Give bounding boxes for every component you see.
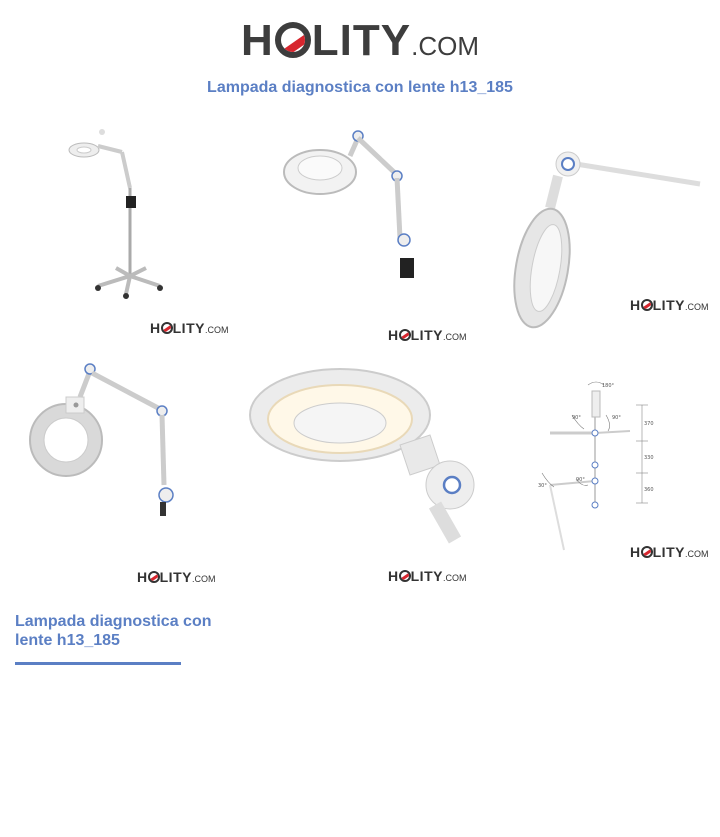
watermark-o-icon bbox=[640, 546, 653, 558]
page-title: Lampada diagnostica con lente h13_185 bbox=[207, 79, 513, 96]
watermark-logo-3: H LITY.COM bbox=[630, 297, 708, 315]
watermark-logo-4: H LITY.COM bbox=[137, 569, 215, 587]
watermark-o-icon bbox=[147, 571, 160, 583]
diagram-label-tilt: 30° bbox=[538, 483, 547, 489]
watermark-logo-2: H LITY.COM bbox=[388, 327, 466, 345]
watermark-letter-h: H bbox=[137, 569, 148, 585]
watermark-letters-lity: LITY bbox=[410, 568, 443, 584]
product-image-2[interactable] bbox=[240, 118, 480, 343]
watermark-suffix: .COM bbox=[442, 332, 467, 342]
watermark-letter-h: H bbox=[388, 568, 399, 584]
diagram-label-dim-3: 360 bbox=[644, 487, 654, 493]
diagram-label-rotation: 180° bbox=[602, 383, 615, 389]
holity-logo[interactable]: H LITY.COM bbox=[0, 16, 720, 66]
logo-o-icon bbox=[274, 22, 311, 58]
diagram-label-dim-2: 330 bbox=[644, 455, 654, 461]
watermark-suffix: .COM bbox=[191, 574, 216, 584]
watermark-letters-lity: LITY bbox=[172, 320, 205, 336]
watermark-o-icon bbox=[160, 322, 173, 334]
product-image-3[interactable] bbox=[480, 118, 720, 343]
watermark-letters-lity: LITY bbox=[652, 544, 685, 560]
watermark-suffix: .COM bbox=[684, 549, 709, 559]
watermark-suffix: .COM bbox=[204, 325, 229, 335]
product-caption[interactable]: Lampada diagnostica con lente h13_185 bbox=[15, 613, 212, 649]
watermark-logo-6: H LITY.COM bbox=[630, 544, 708, 562]
watermark-o-icon bbox=[640, 299, 653, 311]
watermark-letters-lity: LITY bbox=[159, 569, 192, 585]
watermark-letters-lity: LITY bbox=[410, 327, 443, 343]
watermark-logo-5: H LITY.COM bbox=[388, 568, 466, 586]
watermark-suffix: .COM bbox=[442, 573, 467, 583]
product-image-5[interactable] bbox=[240, 355, 480, 580]
diagram-label-angle-right: 90° bbox=[612, 415, 621, 421]
diagram-label-arm: 90° bbox=[576, 477, 585, 483]
watermark-letter-h: H bbox=[630, 297, 641, 313]
watermark-letters-lity: LITY bbox=[652, 297, 685, 313]
watermark-suffix: .COM bbox=[684, 302, 709, 312]
product-image-4[interactable] bbox=[0, 355, 240, 580]
product-image-1[interactable] bbox=[0, 118, 240, 343]
diagram-label-angle-left: 90° bbox=[572, 415, 581, 421]
diagram-label-dim-1: 370 bbox=[644, 421, 654, 427]
product-image-6[interactable]: 180° 90° 90° 370 330 360 30° 90° bbox=[480, 355, 720, 580]
watermark-letter-h: H bbox=[388, 327, 399, 343]
logo-letter-h: H bbox=[241, 16, 274, 65]
watermark-o-icon bbox=[398, 570, 411, 582]
logo-letters-lity: LITY bbox=[311, 16, 412, 65]
watermark-logo-1: H LITY.COM bbox=[150, 320, 228, 338]
logo-suffix: .COM bbox=[411, 31, 479, 61]
watermark-o-icon bbox=[398, 329, 411, 341]
caption-underline bbox=[15, 662, 181, 665]
watermark-letter-h: H bbox=[150, 320, 161, 336]
watermark-letter-h: H bbox=[630, 544, 641, 560]
